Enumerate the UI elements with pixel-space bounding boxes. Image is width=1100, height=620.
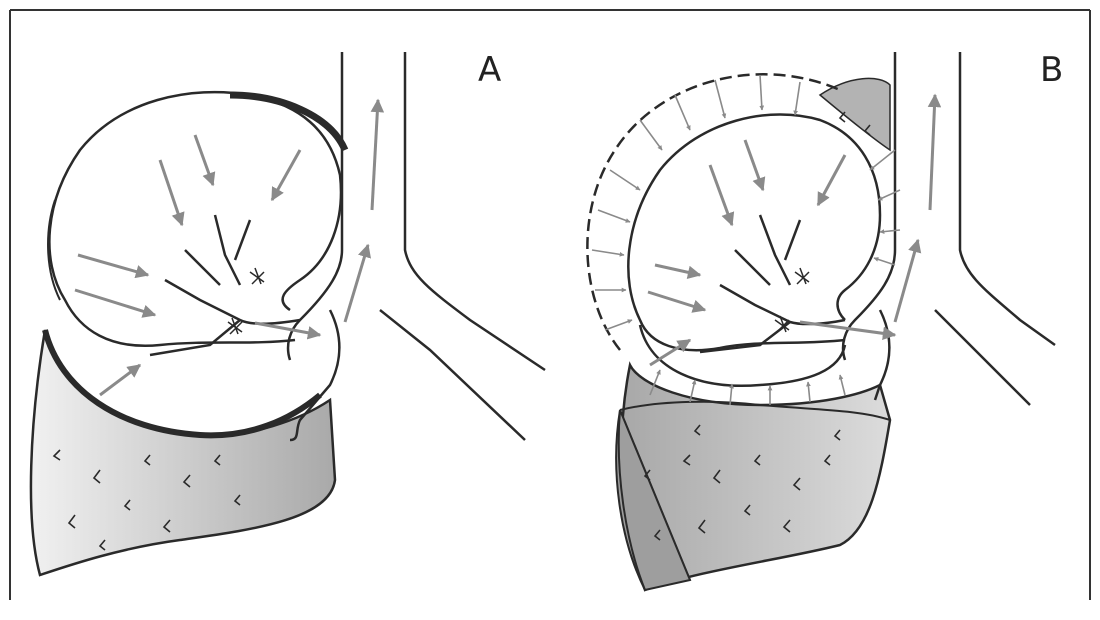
panel-a-lower-lobe — [31, 330, 335, 575]
panel-a-upper-lobe — [49, 92, 341, 346]
panel-b-upper-lobe — [628, 114, 880, 350]
panel-b — [587, 52, 1055, 590]
panel-a-label: A — [478, 50, 501, 90]
panel-a — [31, 52, 545, 575]
panel-b-label: B — [1040, 50, 1063, 90]
